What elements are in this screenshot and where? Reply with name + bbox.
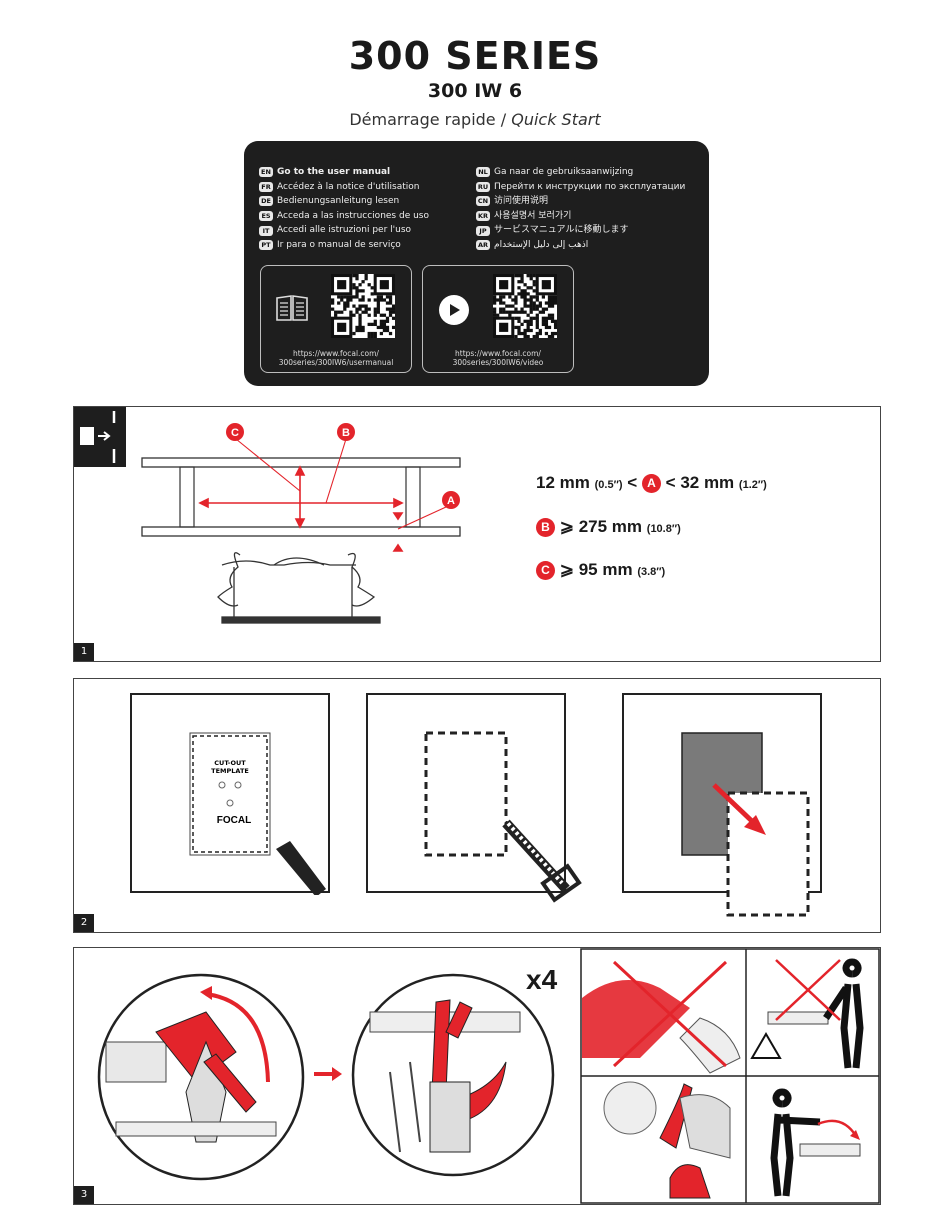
step-3-number: 3 bbox=[74, 1186, 94, 1204]
measure-c-inch: (3.8″) bbox=[637, 566, 666, 578]
measure-a-marker: A bbox=[641, 474, 661, 494]
language-label: Go to the user manual bbox=[277, 167, 391, 177]
language-code-badge: FR bbox=[259, 181, 273, 192]
measure-a-max-inch: (1.2″) bbox=[738, 479, 767, 491]
measure-c-ge: ⩾ bbox=[559, 560, 574, 579]
manual-url: https://www.focal.com/300series/300IW6/u… bbox=[261, 349, 411, 367]
language-item: RU Перейти к инструкции по эксплуатации bbox=[476, 180, 685, 195]
clamp-locked-closeup bbox=[351, 973, 555, 1177]
tagline-en: Quick Start bbox=[511, 110, 601, 129]
template-brand: FOCAL bbox=[217, 815, 251, 826]
tagline: Démarrage rapide / Quick Start bbox=[0, 110, 950, 129]
language-item: IT Accedi alle istruzioni per l'uso bbox=[259, 223, 429, 238]
manual-qr-link[interactable]: https://www.focal.com/300series/300IW6/u… bbox=[260, 265, 412, 373]
arrow-right-icon bbox=[314, 1067, 342, 1081]
less-than-2: < bbox=[665, 473, 676, 492]
step-1-number: 1 bbox=[74, 643, 94, 661]
language-label: 사용설명서 보러가기 bbox=[494, 210, 572, 221]
language-item: EN Go to the user manual bbox=[259, 165, 429, 180]
measure-a-max: 32 mm bbox=[680, 473, 735, 492]
language-list-right: NL Ga naar de gebruiksaanwijzing RU Перейт… bbox=[476, 165, 685, 253]
manual-url-line2: 300series/300IW6/usermanual bbox=[278, 358, 394, 367]
measure-a-min: 12 mm bbox=[536, 473, 590, 492]
step-1-panel: C B A 12 mm (0.5″) < A < 32 mm (1.2″) B … bbox=[73, 406, 881, 662]
language-label: Bedienungsanleitung lesen bbox=[277, 196, 400, 207]
language-item: CN 访问使用说明 bbox=[476, 194, 685, 209]
language-item: AR اذهب إلى دليل الإستخدام bbox=[476, 238, 685, 253]
video-url-line2: 300series/300IW6/video bbox=[452, 358, 544, 367]
language-code-badge: ES bbox=[259, 211, 273, 222]
language-code-badge: JP bbox=[476, 225, 490, 236]
tagline-fr: Démarrage rapide / bbox=[349, 110, 512, 129]
language-code-badge: KR bbox=[476, 211, 490, 222]
language-item: ES Acceda a las instrucciones de uso bbox=[259, 209, 429, 224]
wall-thickness-icon bbox=[74, 407, 126, 467]
measure-a: 12 mm (0.5″) < A < 32 mm (1.2″) bbox=[536, 473, 767, 494]
measure-b: B ⩾ 275 mm (10.8″) bbox=[536, 517, 681, 538]
language-label: اذهب إلى دليل الإستخدام bbox=[494, 239, 589, 250]
diagram-marker-a: A bbox=[447, 495, 455, 507]
measure-c: C ⩾ 95 mm (3.8″) bbox=[536, 560, 666, 581]
language-code-badge: CN bbox=[476, 196, 490, 207]
language-item: DE Bedienungsanleitung lesen bbox=[259, 194, 429, 209]
wall-section-diagram: C B A bbox=[141, 423, 461, 624]
video-url-line1: https://www.focal.com/ bbox=[455, 349, 541, 358]
language-code-badge: NL bbox=[476, 167, 490, 178]
language-label: Acceda a las instrucciones de uso bbox=[277, 210, 429, 221]
measure-c-value: 95 mm bbox=[578, 560, 633, 579]
template-placement-illustration: CUT-OUT TEMPLATE FOCAL bbox=[130, 693, 330, 895]
diagram-marker-b: B bbox=[342, 427, 350, 439]
manual-url-line1: https://www.focal.com/ bbox=[293, 349, 379, 358]
language-code-badge: AR bbox=[476, 240, 490, 251]
measure-a-min-inch: (0.5″) bbox=[594, 479, 623, 491]
language-item: JP サービスマニュアルに移動します bbox=[476, 223, 685, 238]
language-item: FR Accédez à la notice d'utilisation bbox=[259, 180, 429, 195]
play-icon bbox=[439, 295, 469, 325]
measure-b-ge: ⩾ bbox=[559, 517, 574, 536]
cutting-illustration bbox=[366, 693, 582, 903]
measure-c-marker: C bbox=[536, 561, 555, 581]
measure-b-inch: (10.8″) bbox=[646, 523, 681, 535]
model-name: 300 IW 6 bbox=[427, 80, 523, 102]
video-url: https://www.focal.com/300series/300IW6/v… bbox=[423, 349, 573, 367]
book-icon bbox=[276, 295, 308, 321]
step-2-panel: CUT-OUT TEMPLATE FOCAL 2 bbox=[73, 678, 881, 933]
language-label: Перейти к инструкции по эксплуатации bbox=[494, 181, 686, 192]
step-3-panel: x4 3 bbox=[73, 947, 881, 1205]
step-2-number: 2 bbox=[74, 914, 94, 932]
repeat-count: x4 bbox=[526, 964, 558, 995]
video-qr-code bbox=[493, 274, 557, 338]
template-title-line1: CUT-OUT bbox=[214, 759, 246, 767]
language-code-badge: PT bbox=[259, 240, 273, 251]
language-code-badge: RU bbox=[476, 181, 490, 192]
language-label: 访问使用说明 bbox=[494, 196, 549, 207]
video-qr-link[interactable]: https://www.focal.com/300series/300IW6/v… bbox=[422, 265, 574, 373]
language-label: Ga naar de gebruiksaanwijzing bbox=[494, 167, 634, 177]
safety-warnings-grid bbox=[580, 948, 880, 1204]
diagram-marker-c: C bbox=[231, 427, 239, 439]
user-manual-card: EN Go to the user manual FR Accédez à la n… bbox=[244, 141, 709, 386]
language-label: サービスマニュアルに移動します bbox=[494, 225, 629, 236]
language-item: NL Ga naar de gebruiksaanwijzing bbox=[476, 165, 685, 180]
language-code-badge: DE bbox=[259, 196, 273, 207]
less-than-1: < bbox=[627, 473, 638, 492]
language-item: PT Ir para o manual de serviço bbox=[259, 238, 429, 253]
language-code-badge: EN bbox=[259, 167, 273, 178]
measure-b-marker: B bbox=[536, 518, 555, 538]
language-label: Accédez à la notice d'utilisation bbox=[277, 181, 420, 192]
manual-qr-code bbox=[331, 274, 395, 338]
language-item: KR 사용설명서 보러가기 bbox=[476, 209, 685, 224]
language-code-badge: IT bbox=[259, 225, 273, 236]
measure-b-value: 275 mm bbox=[578, 517, 643, 536]
page-title: 300 SERIES bbox=[348, 34, 602, 78]
template-title-line2: TEMPLATE bbox=[211, 767, 249, 775]
language-label: Ir para o manual de serviço bbox=[277, 239, 401, 250]
panel-removal-illustration bbox=[622, 693, 822, 917]
language-list-left: EN Go to the user manual FR Accédez à la n… bbox=[259, 165, 429, 253]
clamp-rotate-closeup bbox=[97, 973, 305, 1181]
language-label: Accedi alle istruzioni per l'uso bbox=[277, 225, 412, 236]
